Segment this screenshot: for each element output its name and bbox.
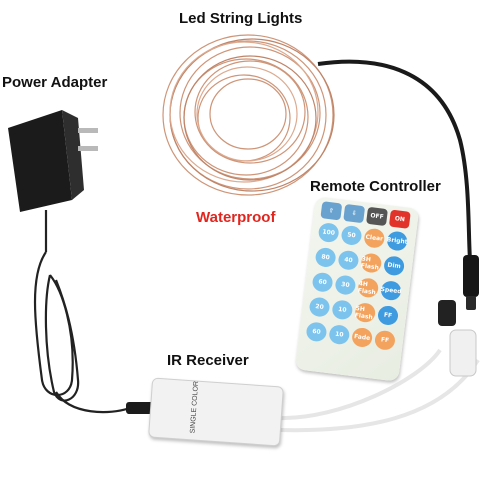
led-string-coil — [162, 34, 335, 196]
remote-key[interactable]: 40 — [337, 249, 360, 271]
remote-key[interactable]: 3H Flash — [360, 252, 383, 274]
remote-key[interactable]: 80 — [314, 246, 337, 269]
off-key[interactable]: OFF — [366, 206, 388, 227]
remote-key[interactable]: 20 — [308, 296, 331, 318]
white-connector — [449, 329, 477, 377]
down-arrow-key[interactable]: ⇩ — [343, 203, 366, 224]
dc-plug — [126, 402, 156, 414]
remote-key[interactable]: Clear — [363, 227, 386, 249]
led-connector — [463, 255, 479, 297]
power-adapter-label: Power Adapter — [2, 74, 108, 91]
remote-key[interactable]: 50 — [340, 224, 363, 247]
ir-receiver-box: SINGLE COLOR — [148, 377, 284, 447]
remote-key[interactable]: 60 — [305, 321, 328, 343]
remote-key[interactable]: 10 — [328, 324, 351, 346]
remote-key[interactable]: 100 — [317, 221, 340, 244]
up-arrow-key[interactable]: ⇧ — [320, 201, 343, 221]
waterproof-label: Waterproof — [196, 209, 276, 226]
remote-key-grid: 100 50 Clear Bright 80 40 3H Flash Dim 6… — [305, 221, 409, 351]
remote-key[interactable]: 4H Flash — [357, 277, 380, 299]
remote-key[interactable]: Speed — [379, 280, 403, 302]
remote-key[interactable]: FF — [376, 304, 400, 327]
receiver-label: SINGLE COLOR — [189, 380, 201, 434]
remote-key[interactable]: 60 — [311, 271, 334, 293]
receiver-cables — [277, 348, 480, 433]
adapter-cable — [33, 210, 131, 414]
power-adapter — [8, 110, 98, 212]
remote-key[interactable]: 10 — [331, 299, 354, 321]
remote-key[interactable]: Fade — [351, 326, 374, 349]
led-string-lights-label: Led String Lights — [179, 10, 303, 27]
led-black-cable — [317, 59, 472, 261]
remote-controller-label: Remote Controller — [310, 178, 441, 195]
remote-key[interactable]: 5H Flash — [354, 302, 377, 324]
remote-key[interactable]: 30 — [334, 274, 357, 296]
remote-key[interactable]: FF — [373, 329, 397, 351]
remote-controller: ⇧ ⇩ OFF ON 100 50 Clear Bright 80 40 3H … — [294, 196, 420, 382]
on-key[interactable]: ON — [388, 209, 411, 229]
ir-receiver-label: IR Receiver — [167, 352, 249, 369]
remote-key[interactable]: Dim — [383, 255, 406, 277]
remote-key[interactable]: Bright — [386, 230, 409, 252]
